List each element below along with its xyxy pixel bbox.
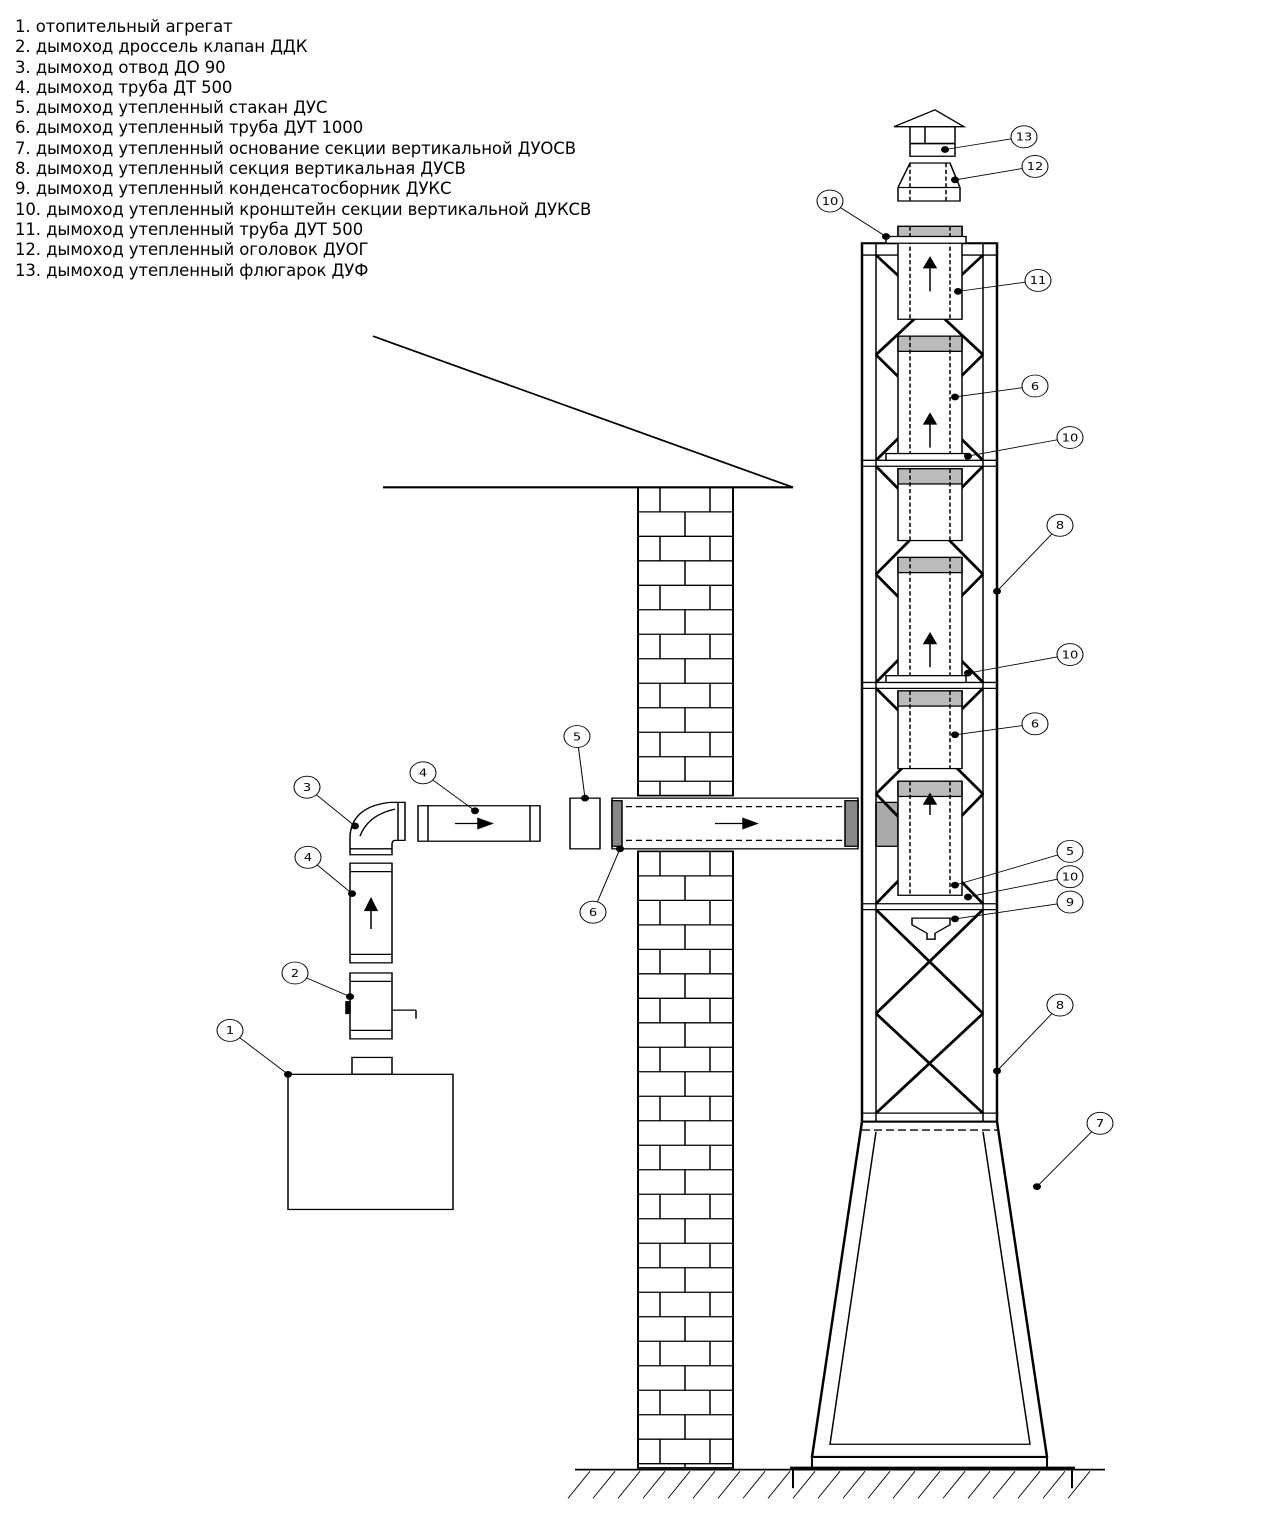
callout-dot: [348, 890, 356, 897]
callout-dot: [882, 233, 890, 240]
callout-dot: [941, 146, 949, 153]
callout-number: 10: [1062, 431, 1079, 444]
vertical-pipe: [349, 862, 393, 964]
bracket: [885, 235, 967, 244]
legend-item: 12. дымоход утепленный оголовок ДУОГ: [15, 240, 369, 260]
callout-10: 10: [964, 426, 1084, 460]
legend-item: 11. дымоход утепленный труба ДУТ 500: [15, 219, 364, 239]
callout-dot: [284, 1070, 292, 1078]
roof: [372, 335, 794, 489]
callout-number: 10: [822, 195, 839, 208]
callout-number: 6: [589, 906, 597, 919]
callout-6: 6: [951, 374, 1049, 401]
callout-9: 9: [951, 890, 1084, 923]
callout-number: 8: [1056, 999, 1064, 1012]
boiler: [287, 1056, 454, 1211]
callout-dot: [351, 822, 359, 830]
bracket: [885, 452, 967, 461]
callout-dot: [964, 893, 972, 901]
callout-10: 10: [816, 189, 890, 240]
callout-number: 2: [291, 967, 299, 980]
callout-dot: [951, 176, 959, 184]
callout-number: 4: [304, 851, 312, 864]
callout-8: 8: [993, 993, 1074, 1075]
callout-dot: [993, 587, 1001, 595]
callout-number: 8: [1056, 519, 1064, 532]
callout-6: 6: [951, 712, 1049, 739]
callout-11: 11: [954, 269, 1052, 295]
callout-1: 1: [216, 1019, 292, 1078]
chimney-cap: [893, 109, 967, 157]
brick-wall: [637, 486, 734, 1469]
callout-7: 7: [1033, 1111, 1114, 1191]
legend-item: 7. дымоход утепленный основание секции в…: [15, 138, 576, 158]
callout-13: 13: [941, 125, 1038, 153]
callout-number: 6: [1031, 380, 1039, 393]
condensate-collector: [911, 917, 951, 940]
tower-base: [810, 1121, 1049, 1458]
callout-number: 10: [1062, 648, 1079, 661]
callout-dot: [951, 731, 959, 739]
legend-item: 13. дымоход утепленный флюгарок ДУФ: [15, 260, 369, 280]
ground: [567, 1468, 1105, 1499]
callout-number: 6: [1031, 718, 1039, 731]
bracket: [885, 675, 967, 684]
callout-number: 9: [1066, 896, 1074, 909]
callout-dot: [951, 393, 959, 401]
legend-item: 1. отопительный агрегат: [15, 17, 233, 36]
legend-item: 4. дымоход труба ДТ 500: [15, 77, 233, 97]
callout-5: 5: [951, 839, 1084, 889]
callout-10: 10: [964, 643, 1084, 677]
wall-sleeve: [569, 797, 601, 850]
callout-3: 3: [293, 775, 359, 830]
elbow-90: [349, 801, 406, 856]
legend-item: 5. дымоход утепленный стакан ДУС: [15, 98, 328, 118]
legend-item: 9. дымоход утепленный конденсатосборник …: [15, 179, 452, 199]
callout-number: 13: [1016, 131, 1033, 144]
callout-number: 5: [573, 730, 581, 743]
vertical-section-tower: [790, 225, 1075, 1489]
callout-dot: [993, 1067, 1001, 1075]
callout-dot: [951, 881, 959, 889]
chimney-head: [897, 162, 961, 202]
callout-6: 6: [579, 845, 624, 924]
callout-dot: [581, 794, 589, 802]
callout-dot: [964, 452, 972, 460]
callout-8: 8: [993, 513, 1074, 595]
callout-number: 7: [1096, 1117, 1104, 1130]
callout-number: 3: [303, 781, 311, 794]
callout-12: 12: [951, 154, 1049, 184]
callout-4: 4: [409, 761, 479, 815]
legend-item: 3. дымоход отвод ДО 90: [15, 57, 226, 77]
callout-dot: [954, 288, 962, 295]
callout-4: 4: [294, 845, 356, 897]
callout-number: 11: [1030, 274, 1047, 287]
callout-10: 10: [964, 865, 1084, 901]
legend-item: 10. дымоход утепленный кронштейн секции …: [15, 199, 592, 219]
callout-number: 12: [1027, 160, 1044, 173]
callout-number: 10: [1062, 870, 1079, 883]
legend-item: 2. дымоход дроссель клапан ДДК: [15, 37, 308, 57]
callout-dot: [964, 669, 972, 677]
callout-dot: [616, 845, 624, 853]
callout-dot: [1033, 1183, 1041, 1191]
callout-dot: [471, 807, 479, 815]
callout-dot: [346, 993, 354, 1000]
callout-5: 5: [563, 725, 591, 802]
callout-number: 1: [226, 1024, 234, 1037]
legend-item: 6. дымоход утепленный труба ДУТ 1000: [15, 118, 364, 138]
callout-dot: [951, 915, 959, 923]
damper-valve: [345, 972, 417, 1040]
callout-number: 4: [419, 767, 427, 780]
callout-2: 2: [281, 961, 354, 1000]
horizontal-pipe: [417, 805, 541, 842]
callout-number: 5: [1066, 845, 1074, 858]
legend-item: 8. дымоход утепленный секция вертикальна…: [15, 159, 466, 179]
